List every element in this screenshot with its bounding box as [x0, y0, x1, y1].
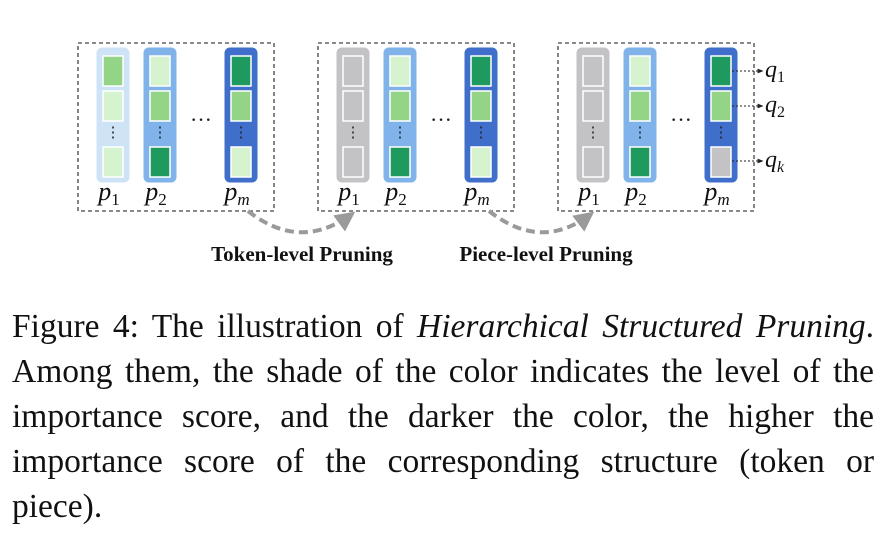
panel-border: [557, 42, 755, 212]
token-cell: [149, 90, 171, 122]
pruning-arrow-1: Token-level Pruning: [211, 209, 393, 266]
hierarchical-pruning-diagram: ⋮ p1 ⋮ p2 ⋮ pm ··· ⋮ p1 ⋮ p2 ⋮ pm ··· ⋮ p1 ⋮ p2 ⋮ pm ··· Tok…: [77, 42, 785, 266]
q-text: q2: [765, 92, 785, 121]
cell-ellipsis: ⋮: [633, 125, 648, 141]
token-cell: [342, 90, 364, 122]
token-cell: [582, 55, 604, 87]
pruning-label: Piece-level Pruning: [459, 242, 633, 266]
token-cell: [389, 146, 411, 178]
token-cell: [582, 90, 604, 122]
token-cell: [389, 90, 411, 122]
token-cell: [102, 90, 124, 122]
caption-emphasis: Hierarchical Structured Pruning: [417, 308, 866, 345]
cell-ellipsis: ⋮: [586, 125, 601, 141]
token-cell: [230, 146, 252, 178]
token-cell: [582, 146, 604, 178]
q-text: q1: [765, 57, 785, 86]
pruning-arrow-2: Piece-level Pruning: [459, 209, 633, 266]
figure-caption: Figure 4: The illustration of Hierarchic…: [12, 304, 874, 529]
q-label-k: qk: [732, 147, 785, 176]
curved-arrow: [487, 209, 595, 235]
cell-ellipsis: ⋮: [346, 125, 361, 141]
piece-column-p1: ⋮ p1: [575, 46, 611, 209]
token-cell: [470, 146, 492, 178]
panel-1: ⋮ p1 ⋮ p2 ⋮ pm ···: [77, 42, 275, 212]
token-cell: [342, 55, 364, 87]
panel-2: ⋮ p1 ⋮ p2 ⋮ pm ···: [317, 42, 515, 212]
cell-ellipsis: ⋮: [234, 125, 249, 141]
token-cell: [102, 146, 124, 178]
token-cell: [342, 146, 364, 178]
piece-column-p1: ⋮ p1: [335, 46, 371, 209]
token-cell: [230, 90, 252, 122]
column-label: p2: [143, 177, 167, 209]
column-label: p2: [623, 177, 647, 209]
cell-ellipsis: ⋮: [153, 125, 168, 141]
cell-ellipsis: ⋮: [474, 125, 489, 141]
panels-layer: ⋮ p1 ⋮ p2 ⋮ pm ··· ⋮ p1 ⋮ p2 ⋮ pm ··· ⋮ p1 ⋮ p2 ⋮ pm ···: [77, 42, 755, 212]
token-cell: [149, 146, 171, 178]
piece-column-p1: ⋮ p1: [95, 46, 131, 209]
token-cell: [710, 55, 732, 87]
piece-column-pm: ⋮ pm: [702, 46, 739, 209]
importance-query-labels: q1 q2 qk: [732, 57, 785, 176]
caption-suffix: . Among them, the shade of the color ind…: [12, 308, 875, 525]
column-ellipsis: ···: [670, 107, 692, 132]
column-label: p1: [576, 177, 600, 209]
column-ellipsis: ···: [190, 107, 212, 132]
panel-3: ⋮ p1 ⋮ p2 ⋮ pm ···: [557, 42, 755, 212]
pruning-label: Token-level Pruning: [211, 242, 393, 266]
token-cell: [470, 55, 492, 87]
column-label: pm: [222, 177, 249, 209]
column-label: pm: [462, 177, 489, 209]
panel-border: [77, 42, 275, 212]
token-cell: [149, 55, 171, 87]
token-cell: [629, 90, 651, 122]
piece-column-p2: ⋮ p2: [622, 46, 658, 209]
caption-prefix: Figure 4: The illustration of: [12, 308, 418, 345]
token-cell: [230, 55, 252, 87]
column-ellipsis: ···: [430, 107, 452, 132]
piece-column-p2: ⋮ p2: [142, 46, 178, 209]
token-cell: [102, 55, 124, 87]
piece-column-pm: ⋮ pm: [222, 46, 259, 209]
cell-ellipsis: ⋮: [393, 125, 408, 141]
token-cell: [629, 146, 651, 178]
token-cell: [629, 55, 651, 87]
cell-ellipsis: ⋮: [106, 125, 121, 141]
column-label: p1: [96, 177, 120, 209]
token-cell: [710, 90, 732, 122]
q-text: qk: [765, 147, 785, 176]
column-label: p2: [383, 177, 407, 209]
piece-column-pm: ⋮ pm: [462, 46, 499, 209]
column-label: p1: [336, 177, 360, 209]
cell-ellipsis: ⋮: [714, 125, 729, 141]
piece-column-p2: ⋮ p2: [382, 46, 418, 209]
arrows-layer: Token-level Pruning Piece-level Pruning: [211, 209, 633, 266]
token-cell: [470, 90, 492, 122]
curved-arrow: [246, 209, 356, 235]
column-label: pm: [702, 177, 729, 209]
token-cell: [389, 55, 411, 87]
q-label-1: q1: [732, 57, 785, 86]
q-label-2: q2: [732, 92, 785, 121]
panel-border: [317, 42, 515, 212]
token-cell: [710, 146, 732, 178]
